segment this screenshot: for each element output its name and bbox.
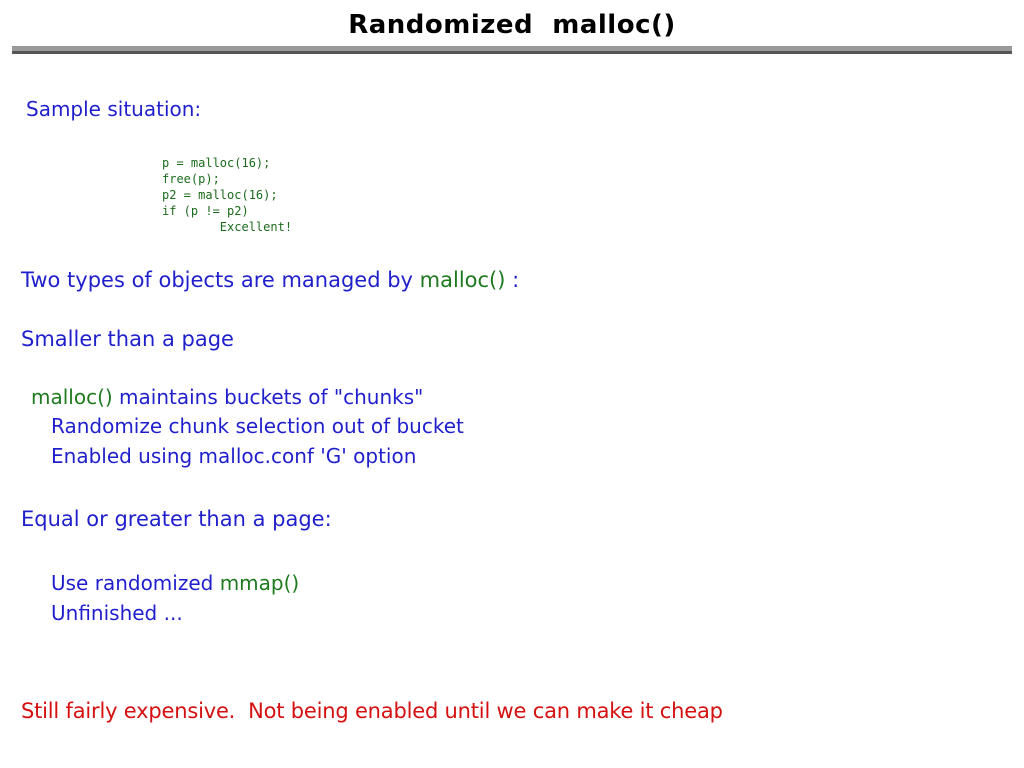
bullet-malloc-maintains-code: malloc() <box>31 385 113 409</box>
bullet-malloc-maintains-text: maintains buckets of "chunks" <box>112 385 424 409</box>
bullet-randomize-chunk-selection: Randomize chunk selection out of bucket <box>51 414 464 438</box>
page-title: Randomized malloc() <box>348 10 676 40</box>
bullet-two-types-prefix: Two types of objects are managed by <box>21 268 420 292</box>
bullet-two-types-code: malloc() <box>419 268 506 292</box>
bullet-use-randomized-code: mmap() <box>219 571 300 595</box>
bullet-two-types: Two types of objects are managed by mall… <box>21 268 520 292</box>
bullet-enabled-malloc-conf: Enabled using malloc.conf 'G' option <box>51 444 417 468</box>
bullet-smaller-than-page: Smaller than a page <box>21 327 234 351</box>
bullet-unfinished: Unfinished ... <box>51 601 183 625</box>
sample-situation-heading: Sample situation: <box>26 97 202 121</box>
bullet-equal-or-greater-than-page: Equal or greater than a page: <box>21 507 332 531</box>
code-block: p = malloc(16); free(p); p2 = malloc(16)… <box>162 156 293 234</box>
bullet-use-randomized-mmap: Use randomized mmap() <box>51 572 299 594</box>
title-divider <box>12 46 1012 54</box>
bullet-malloc-maintains: malloc() maintains buckets of "chunks" <box>31 386 423 408</box>
bullet-two-types-suffix: : <box>505 268 520 292</box>
bullet-use-randomized-prefix: Use randomized <box>51 571 220 595</box>
footer-note: Still fairly expensive. Not being enable… <box>21 699 723 723</box>
